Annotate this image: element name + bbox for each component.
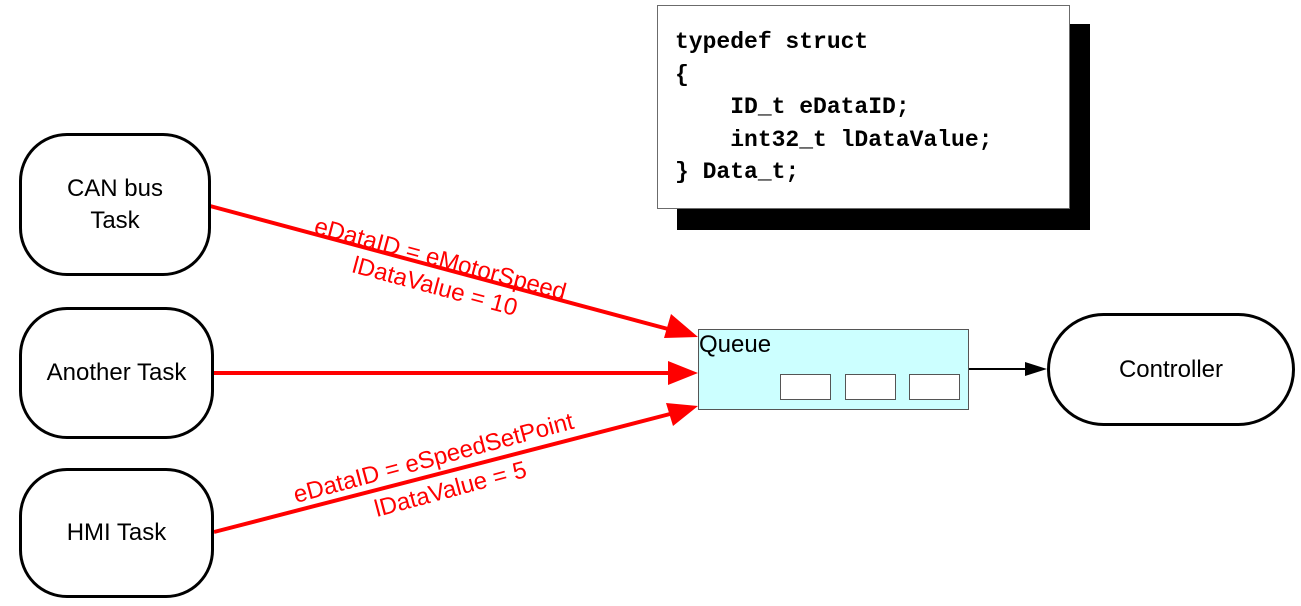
can-to-queue-arrow xyxy=(209,204,669,331)
queue-slot xyxy=(780,374,831,400)
hmi-task-label: HMI Task xyxy=(66,519,167,546)
hmi-task-node: HMI Task xyxy=(19,468,214,598)
code-line: ID_t eDataID; xyxy=(675,94,910,120)
code-line: } Data_t; xyxy=(675,159,800,185)
queue-label: Queue xyxy=(699,331,772,358)
hmi-arrowhead xyxy=(666,403,698,426)
code-line: typedef struct xyxy=(675,29,869,55)
code-line: int32_t lDataValue; xyxy=(675,126,993,153)
queue-box: Queue xyxy=(698,329,969,410)
controller-label: Controller xyxy=(1118,355,1224,383)
another-task-node: Another Task xyxy=(19,307,214,439)
another-task-label: Another Task xyxy=(46,359,187,386)
can-bus-task-label: CAN bus Task xyxy=(66,174,164,234)
hmi-to-queue-arrow xyxy=(213,412,671,534)
another-arrowhead xyxy=(668,361,698,385)
controller-arrowhead xyxy=(1025,362,1047,376)
code-text: typedef struct { ID_t eDataID; int32_t l… xyxy=(675,26,992,189)
queue-slot xyxy=(845,374,896,400)
code-line: { xyxy=(675,61,689,88)
can-bus-task-node: CAN bus Task xyxy=(19,133,211,276)
can-arrowhead xyxy=(664,314,698,338)
queue-slot xyxy=(909,374,960,400)
controller-node: Controller xyxy=(1047,313,1295,426)
code-box: typedef struct { ID_t eDataID; int32_t l… xyxy=(657,5,1070,209)
